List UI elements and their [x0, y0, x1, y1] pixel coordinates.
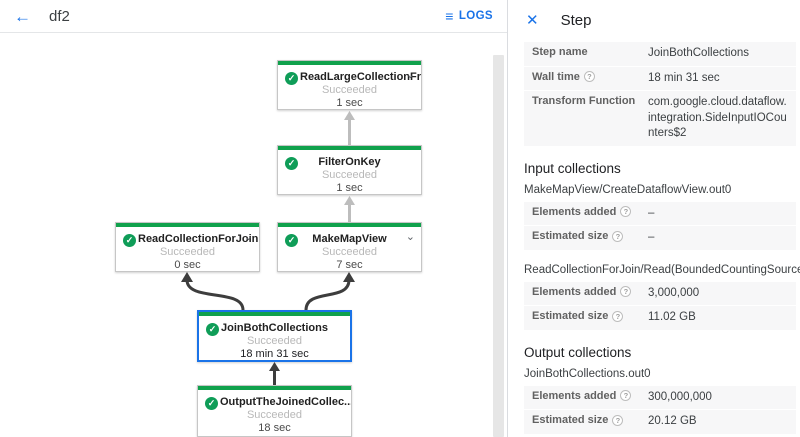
collection-name: JoinBothCollections.out0 — [524, 367, 651, 380]
graph-canvas: ✓ ⌄ ReadLargeCollectionFr... Succeeded 1… — [0, 34, 507, 437]
property-row-transform-function: Transform Function com.google.cloud.data… — [524, 91, 796, 146]
node-status: Succeeded — [246, 335, 303, 347]
metric-label: Estimated size ? — [532, 230, 648, 242]
metric-value: 11.02 GB — [648, 311, 696, 324]
success-check-icon: ✓ — [285, 234, 298, 247]
graph-node-makemapview[interactable]: ✓ ⌄ MakeMapView Succeeded 7 sec — [277, 222, 422, 272]
metric-row-elements-added: Elements added ? 300,000,000 — [524, 385, 796, 410]
graph-node-readcollectionforjoin[interactable]: ✓ ⌄ ReadCollectionForJoin Succeeded 0 se… — [115, 222, 260, 272]
metric-label: Elements added ? — [532, 390, 648, 402]
logs-button-label: LOGS — [458, 10, 493, 22]
success-check-icon: ✓ — [285, 157, 298, 170]
step-details-panel: ✕ Step Step name JoinBothCollections Wal… — [508, 0, 800, 437]
step-panel-body[interactable]: Step name JoinBothCollections Wall time … — [508, 40, 800, 437]
chevron-down-icon[interactable]: ⌄ — [405, 69, 415, 81]
back-arrow-icon[interactable]: ← — [14, 6, 31, 26]
chevron-down-icon[interactable]: ⌄ — [405, 231, 415, 243]
node-duration: 0 sec — [174, 259, 201, 271]
node-title: ReadCollectionForJoin — [138, 233, 259, 245]
property-value: com.google.cloud.dataflow.integration.Si… — [648, 96, 787, 140]
metric-row-estimated-size: Estimated size ? – — [524, 226, 796, 250]
metric-label: Elements added ? — [532, 286, 648, 298]
metric-row-estimated-size: Estimated size ? 20.12 GB — [524, 410, 796, 434]
collection-name: ReadCollectionForJoin/Read(BoundedCounti… — [524, 263, 800, 276]
metric-value: – — [648, 231, 655, 244]
metric-value: 3,000,000 — [648, 286, 700, 299]
property-label: Step name — [532, 46, 588, 58]
metric-label: Estimated size ? — [532, 414, 648, 426]
help-icon[interactable]: ? — [612, 310, 624, 322]
metric-label: Estimated size ? — [532, 310, 648, 322]
job-title: df2 — [49, 7, 70, 25]
success-check-icon: ✓ — [123, 234, 136, 247]
node-status: Succeeded — [321, 246, 378, 258]
metric-value: 300,000,000 — [648, 390, 712, 403]
help-icon[interactable]: ? — [612, 230, 624, 242]
help-icon[interactable]: ? — [583, 71, 595, 83]
graph-edges — [181, 111, 355, 385]
chevron-down-icon[interactable]: ⌄ — [243, 231, 253, 243]
metric-row-estimated-size: Estimated size ? 11.02 GB — [524, 306, 796, 330]
node-duration: 1 sec — [336, 97, 363, 109]
node-status-bar — [278, 223, 421, 227]
property-label: Wall time ? — [532, 71, 648, 83]
success-check-icon: ✓ — [205, 397, 218, 410]
node-duration: 1 sec — [336, 182, 363, 194]
success-check-icon: ✓ — [206, 323, 219, 336]
node-status-bar — [198, 386, 351, 390]
help-icon[interactable]: ? — [620, 390, 632, 402]
node-title: MakeMapView — [312, 233, 387, 245]
node-title: ReadLargeCollectionFr... — [300, 71, 421, 83]
node-duration: 18 min 31 sec — [240, 348, 309, 360]
node-duration: 7 sec — [336, 259, 363, 271]
logs-button[interactable]: ≡ LOGS — [445, 9, 493, 23]
node-status-bar — [278, 146, 421, 150]
property-label: Transform Function — [532, 95, 636, 108]
job-graph-panel: ← df2 ≡ LOGS — [0, 0, 508, 437]
graph-node-readlargecollection[interactable]: ✓ ⌄ ReadLargeCollectionFr... Succeeded 1… — [277, 60, 422, 110]
step-panel-header: ✕ Step — [508, 0, 800, 40]
node-status-bar — [199, 312, 350, 316]
property-row-step-name: Step name JoinBothCollections — [524, 42, 796, 66]
step-panel-title: Step — [560, 11, 592, 29]
metric-row-elements-added: Elements added ? 3,000,000 — [524, 281, 796, 306]
success-check-icon: ✓ — [285, 72, 298, 85]
node-status: Succeeded — [321, 84, 378, 96]
metric-value: 20.12 GB — [648, 415, 697, 428]
collection-name: MakeMapView/CreateDataflowView.out0 — [524, 183, 732, 196]
graph-node-joinbothcollections[interactable]: ✓ JoinBothCollections Succeeded 18 min 3… — [197, 310, 352, 362]
property-value: JoinBothCollections — [648, 47, 750, 59]
node-title: FilterOnKey — [318, 156, 381, 168]
graph-node-filteronkey[interactable]: ✓ FilterOnKey Succeeded 1 sec — [277, 145, 422, 195]
output-collections-heading: Output collections — [524, 344, 632, 360]
node-status: Succeeded — [159, 246, 216, 258]
node-status-bar — [278, 61, 421, 65]
node-title: OutputTheJoinedCollec... — [220, 396, 351, 408]
property-value: 18 min 31 sec — [648, 71, 720, 84]
graph-scrollbar[interactable] — [493, 55, 504, 437]
logs-icon: ≡ — [445, 8, 454, 24]
metric-row-elements-added: Elements added ? – — [524, 201, 796, 226]
job-header: ← df2 ≡ LOGS — [0, 0, 507, 33]
input-collections-heading: Input collections — [524, 160, 621, 176]
metric-value: – — [648, 206, 655, 219]
close-icon[interactable]: ✕ — [526, 12, 539, 29]
property-row-wall-time: Wall time ? 18 min 31 sec — [524, 66, 796, 91]
metric-label: Elements added ? — [532, 206, 648, 218]
help-icon[interactable]: ? — [612, 414, 624, 426]
help-icon[interactable]: ? — [620, 286, 632, 298]
graph-node-outputthejoined[interactable]: ✓ OutputTheJoinedCollec... Succeeded 18 … — [197, 385, 352, 437]
node-status: Succeeded — [246, 409, 303, 421]
node-status-bar — [116, 223, 259, 227]
node-status: Succeeded — [321, 169, 378, 181]
help-icon[interactable]: ? — [620, 206, 632, 218]
node-title: JoinBothCollections — [221, 322, 328, 334]
node-duration: 18 sec — [258, 422, 291, 434]
